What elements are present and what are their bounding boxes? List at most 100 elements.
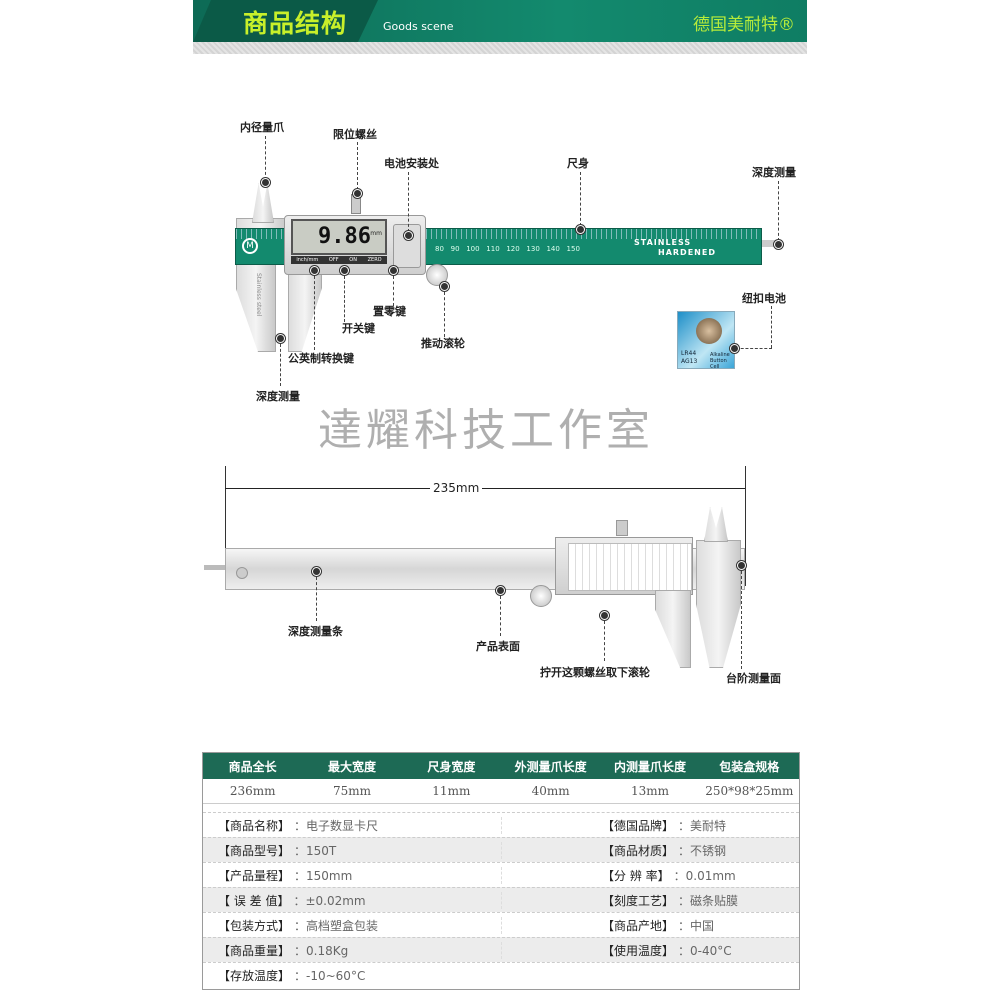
watermark: 達耀科技工作室 — [318, 405, 654, 456]
spec-value: 75mm — [332, 784, 371, 798]
info-cell: 【商品产地】：中国 — [501, 916, 799, 934]
inner-jaw-back — [704, 507, 728, 542]
label-battery-slot: 电池安装处 — [384, 157, 439, 170]
info-cell: 【分 辨 率】：0.01mm — [501, 866, 799, 884]
spec-header: 尺身宽度 — [427, 759, 476, 774]
leader — [444, 292, 445, 337]
callout-dot — [312, 567, 321, 576]
info-value: ：0.18Kg — [294, 943, 349, 958]
dimension-tick-left — [225, 466, 226, 586]
info-value: ：0.01mm — [673, 868, 736, 883]
info-cell: 【存放温度】：-10~60°C — [203, 967, 501, 984]
info-cell: 【包装方式】：高档塑盒包装 — [203, 917, 501, 934]
spec-value: 11mm — [432, 784, 471, 798]
label-power-key: 开关键 — [342, 322, 375, 335]
leader — [265, 136, 266, 180]
brand-logo-icon: M — [242, 238, 258, 254]
label-button-battery: 纽扣电池 — [742, 292, 786, 305]
info-cell: 【商品名称】：电子数显卡尺 — [203, 817, 501, 834]
info-cell: 【使用温度】：0-40°C — [501, 941, 799, 959]
callout-dot — [600, 611, 609, 620]
thumb-wheel — [426, 264, 448, 286]
label-thumb-wheel: 推动滚轮 — [421, 337, 465, 350]
info-row: 【商品重量】：0.18Kg【使用温度】：0-40°C — [203, 937, 799, 962]
info-cell: 【商品重量】：0.18Kg — [203, 942, 501, 959]
info-value: ：磁条贴膜 — [678, 893, 739, 908]
leader — [580, 172, 581, 226]
label-inner-jaw: 内径量爪 — [240, 121, 284, 134]
leader — [357, 142, 358, 190]
brand-logo: 德国美耐特® — [693, 15, 795, 35]
info-key: 【分 辨 率】 — [602, 868, 670, 883]
info-key: 【商品重量】 — [218, 943, 291, 958]
label-unit-key: 公英制转换键 — [288, 352, 354, 365]
label-ruler-body: 尺身 — [567, 157, 589, 170]
info-row: 【包装方式】：高档塑盒包装【商品产地】：中国 — [203, 912, 799, 937]
leader — [393, 276, 394, 306]
info-row: 【商品型号】：150T【商品材质】：不锈钢 — [203, 837, 799, 862]
depth-rod — [762, 240, 776, 247]
info-value: ：高档塑盒包装 — [294, 918, 379, 933]
button-battery-image: LR44 AG13 Alkaline Button Cell — [677, 311, 735, 370]
info-key: 【存放温度】 — [218, 968, 291, 983]
thumb-wheel-back — [530, 585, 552, 607]
spec-value: 13mm — [630, 784, 669, 798]
battery-model: LR44 AG13 — [681, 350, 698, 365]
beam-text-stainless: STAINLESS — [634, 238, 692, 247]
info-key: 【商品型号】 — [218, 843, 291, 858]
callout-dot — [404, 231, 413, 240]
callout-dot — [576, 225, 585, 234]
outer-jaw-fixed-back — [696, 540, 741, 668]
dimension-label: 235mm — [430, 481, 483, 495]
spec-value-row: 236mm 75mm 11mm 40mm 13mm 250*98*25mm — [203, 779, 799, 804]
label-depth-left: 深度测量 — [256, 390, 300, 403]
info-row: 【产品量程】：150mm【分 辨 率】：0.01mm — [203, 862, 799, 887]
back-label — [568, 543, 692, 591]
info-key: 【商品产地】 — [602, 918, 675, 933]
label-zero-key: 置零键 — [373, 305, 406, 318]
spec-value: 250*98*25mm — [705, 784, 794, 798]
leader — [314, 276, 315, 350]
scale-labels: 80 90 100 110 120 130 140 150 — [435, 245, 580, 253]
info-value: ：150mm — [294, 868, 353, 883]
info-value: ：±0.02mm — [293, 893, 366, 908]
callout-dot — [310, 266, 319, 275]
lcd-display: 9.86 mm — [291, 219, 387, 255]
battery-type: Alkaline Button Cell — [710, 352, 730, 370]
info-value: ：-10~60°C — [294, 968, 366, 983]
info-cell: 【德国品牌】：美耐特 — [501, 816, 799, 834]
dimension-line — [225, 488, 745, 489]
leader — [344, 276, 345, 322]
spec-value: 236mm — [229, 784, 276, 798]
callout-dot — [496, 586, 505, 595]
outer-jaw-sliding-back — [655, 590, 691, 668]
leader — [280, 344, 281, 386]
spec-header: 包装盒规格 — [719, 759, 780, 774]
info-key: 【 误 差 值】 — [218, 893, 290, 908]
spec-header-row: 商品全长最大宽度尺身宽度外测量爪长度内测量爪长度包装盒规格 — [203, 753, 799, 779]
spec-header: 商品全长 — [228, 759, 277, 774]
leader — [316, 577, 317, 621]
lcd-unit: mm — [370, 230, 382, 237]
info-cell: 【商品材质】：不锈钢 — [501, 841, 799, 859]
info-cell: 【商品型号】：150T — [203, 842, 501, 859]
info-value: ：电子数显卡尺 — [294, 818, 379, 833]
spec-header: 内测量爪长度 — [613, 759, 686, 774]
label-step-face: 台阶测量面 — [726, 672, 781, 685]
callout-dot — [389, 266, 398, 275]
callout-dot — [353, 189, 362, 198]
spec-value: 40mm — [531, 784, 570, 798]
coin-cell — [696, 318, 722, 344]
leader — [500, 596, 501, 636]
scale-ticks — [236, 229, 761, 239]
housing-back — [555, 537, 693, 595]
label-depth-bar: 深度测量条 — [288, 625, 343, 638]
outer-jaw-sliding — [288, 272, 322, 352]
section-subtitle: Goods scene — [383, 20, 454, 33]
leader — [604, 621, 605, 661]
callout-dot — [774, 240, 783, 249]
callout-dot — [440, 282, 449, 291]
leader — [771, 306, 772, 348]
